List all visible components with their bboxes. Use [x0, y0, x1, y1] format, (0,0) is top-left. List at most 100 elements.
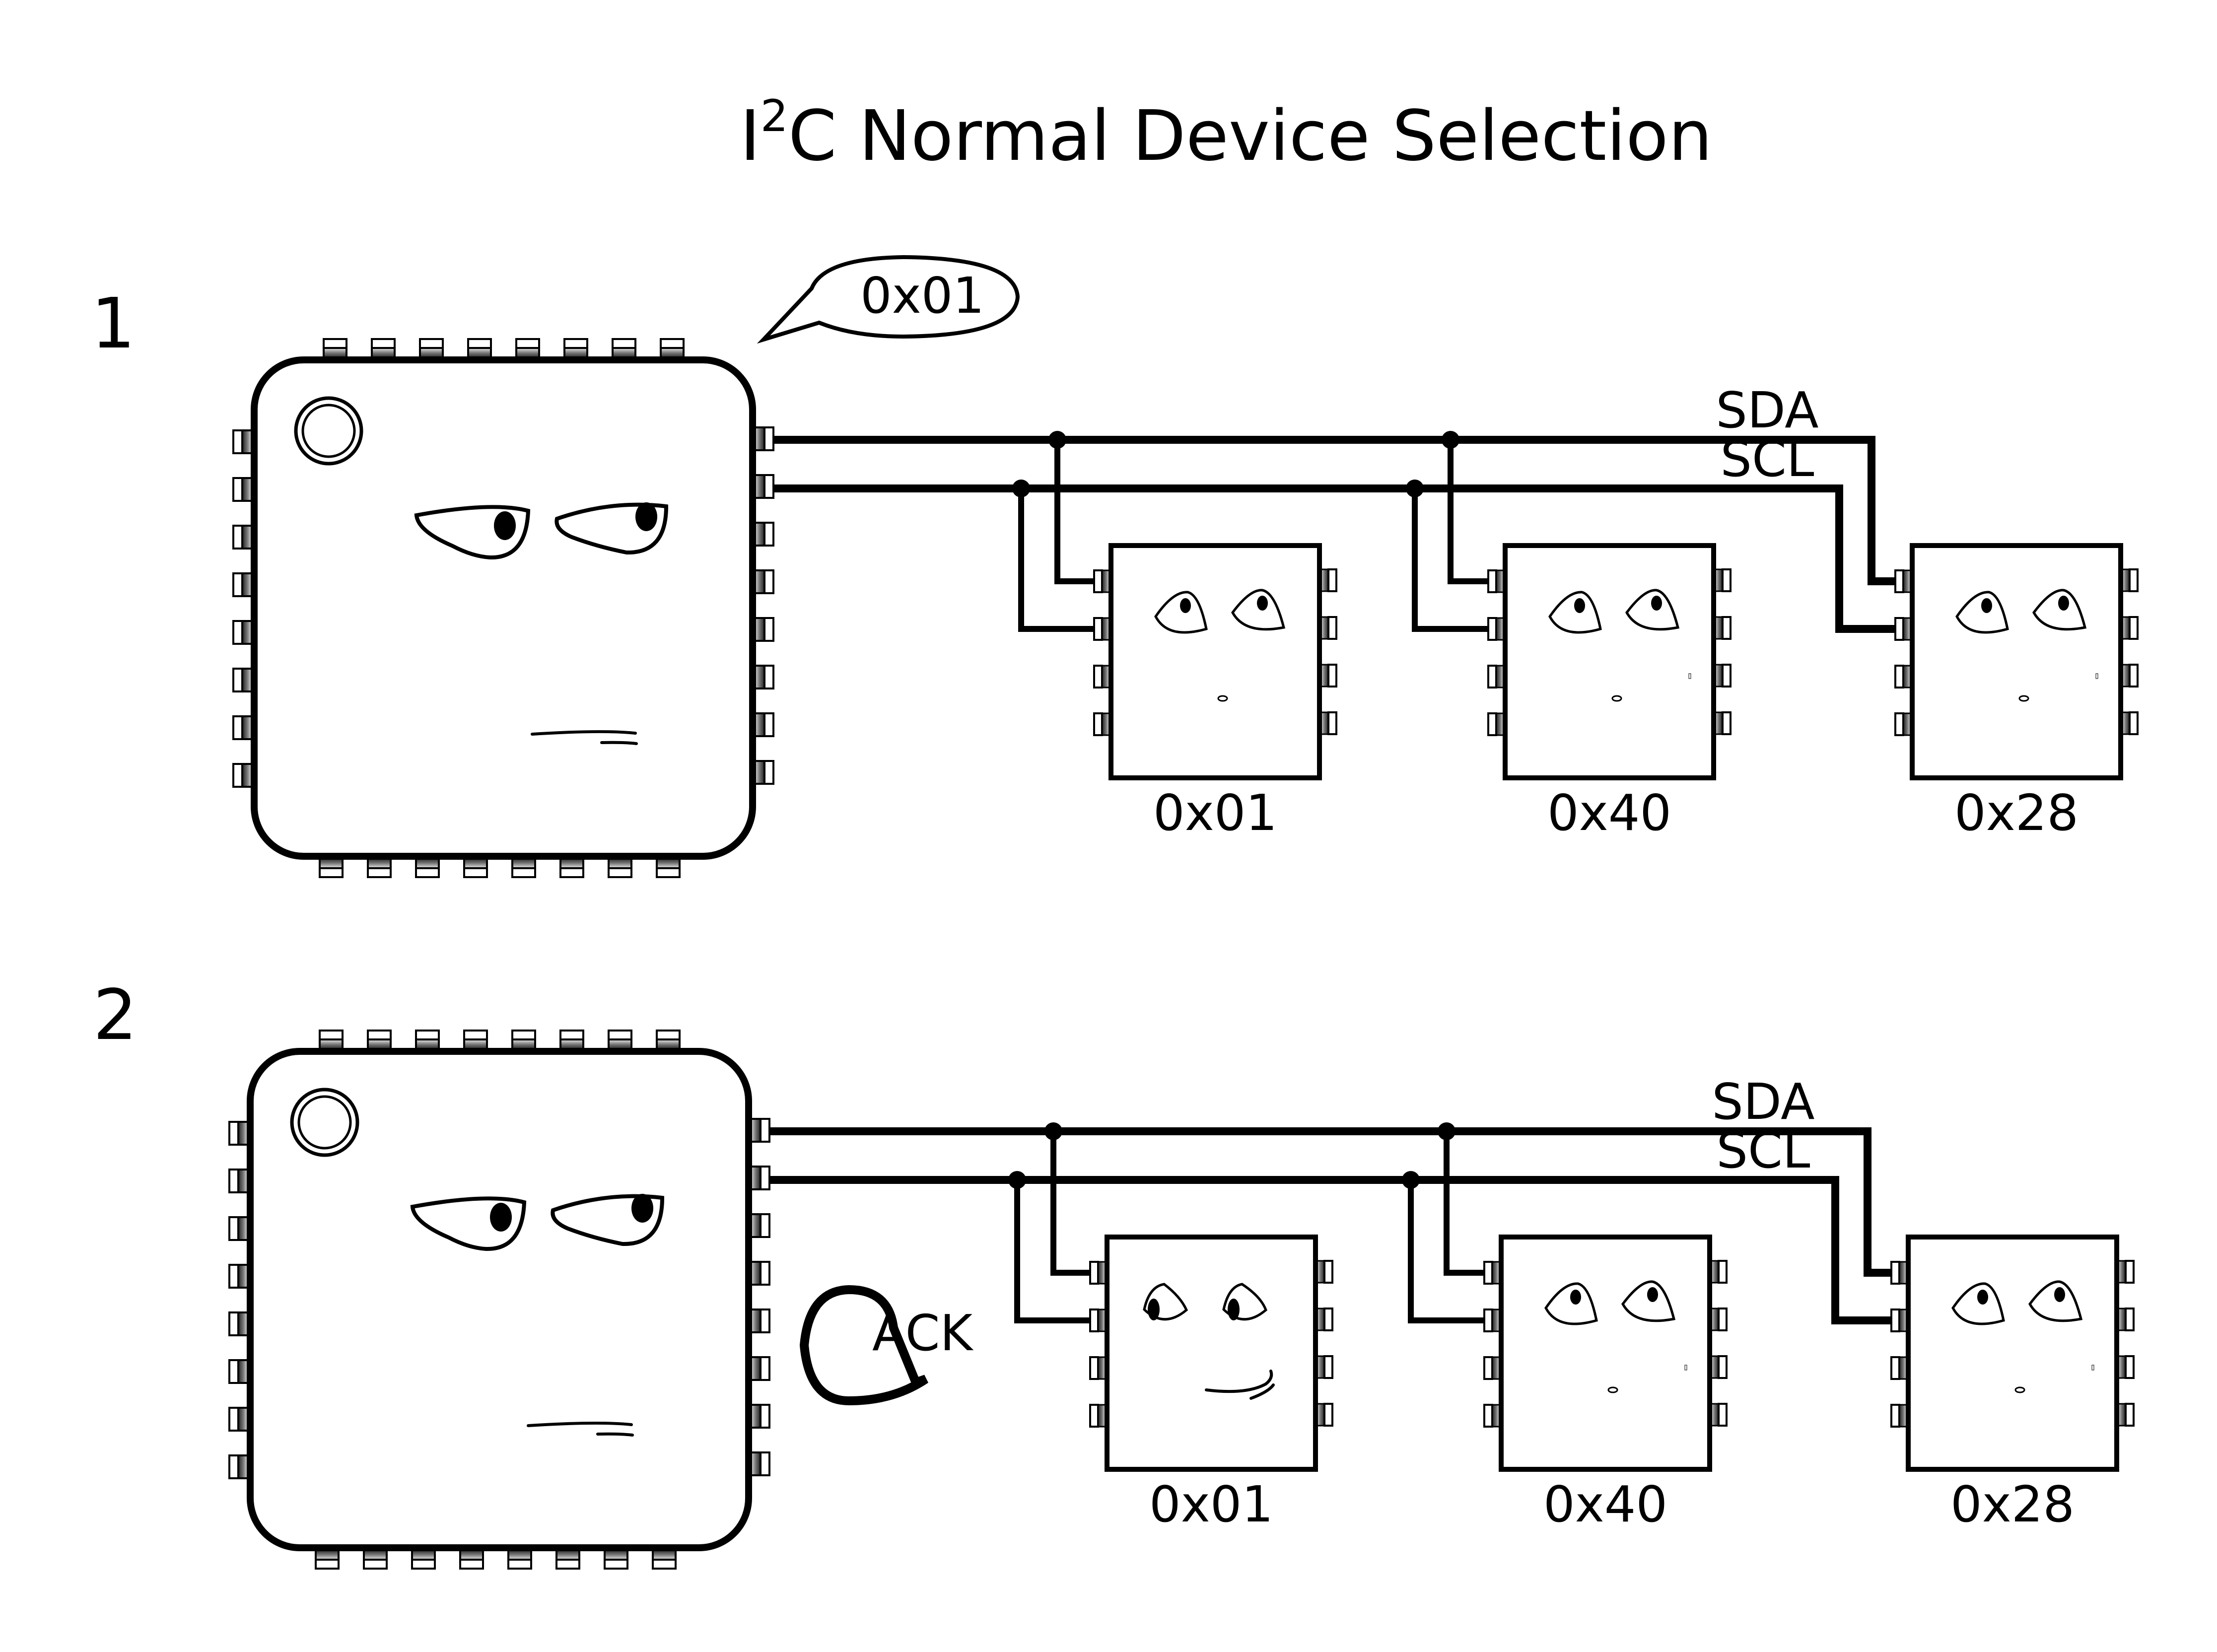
chip-pin: [232, 525, 253, 550]
sda-drop: [1054, 440, 1094, 584]
device-pin: [1093, 711, 1337, 736]
chip-pin: [750, 1118, 770, 1143]
chip-pin: [232, 429, 253, 454]
sda-drop: [1050, 1131, 1090, 1276]
device-pin: [1093, 568, 1337, 593]
master-chip: [228, 1030, 770, 1570]
chip-pin: [459, 1549, 484, 1570]
right-pupil: [635, 502, 657, 531]
right-eye: [2032, 589, 2087, 631]
device-pin: [1483, 1308, 1728, 1332]
chip-pin: [754, 522, 774, 547]
left-eye: [1154, 591, 1208, 634]
junction-dot-icon: [1012, 480, 1030, 497]
speech-text: 0x01: [860, 267, 984, 325]
chip-pin: [750, 1213, 770, 1238]
chip-pin: [754, 665, 774, 689]
scl-line: [773, 484, 1895, 633]
chip-pin: [232, 668, 253, 692]
right-pupil: [2058, 596, 2069, 611]
chip-pin: [228, 1169, 249, 1193]
master-chip: [232, 338, 774, 878]
device-address-label: 0x40: [1547, 784, 1671, 842]
device-pin: [1894, 616, 2139, 641]
device-pin: [1487, 711, 1732, 736]
tiny-mark: [1688, 673, 1691, 679]
device-pin: [1483, 1260, 1728, 1285]
speech-bubble-shape-icon: [757, 255, 1020, 344]
right-pupil: [1647, 1287, 1658, 1302]
mouth: [2014, 1386, 2025, 1393]
mouth: [531, 730, 637, 736]
left-pupil: [1574, 598, 1585, 613]
scl-drop: [1408, 1180, 1484, 1323]
left-eye: [1955, 591, 2009, 634]
device-body: [1906, 1235, 2119, 1472]
smile: [1205, 1370, 1273, 1393]
sda-drop: [1444, 1131, 1484, 1276]
chip-pin: [559, 1030, 584, 1050]
chip-pin: [415, 857, 440, 878]
chip-pin: [228, 1311, 249, 1336]
device-face-icon: [1951, 1280, 2094, 1393]
chip-pin: [228, 1359, 249, 1384]
device-face-icon: [1143, 1283, 1275, 1400]
sda-label: SDA: [1716, 381, 1818, 439]
chip-pin: [754, 712, 774, 737]
chip-pin: [411, 1549, 436, 1570]
junction-dot-icon: [1008, 1171, 1026, 1189]
chip-pin: [750, 1404, 770, 1429]
chip-pin: [608, 857, 632, 878]
chip-pin: [511, 857, 536, 878]
scl-drop: [1412, 488, 1488, 632]
master-face-icon: [414, 502, 669, 745]
chip-pin: [228, 1121, 249, 1146]
chip-pin: [232, 572, 253, 597]
mouth: [1217, 695, 1228, 702]
diagram-title: I2C Normal Device Selection: [740, 90, 1712, 177]
device-pin: [1890, 1355, 2135, 1380]
left-pupil: [1148, 1299, 1160, 1320]
right-eye: [1621, 1280, 1676, 1322]
device-pin: [1487, 616, 1732, 641]
chip-pin: [363, 1549, 388, 1570]
chip-pin: [612, 338, 636, 359]
right-eye: [2028, 1280, 2083, 1322]
device-address-label: 0x28: [1954, 784, 2078, 842]
master-face-icon: [410, 1194, 665, 1437]
chip-pin: [232, 620, 253, 645]
chip-pin: [559, 857, 584, 878]
slave-device-0x40: 0x40: [1487, 543, 1732, 842]
chip-pin: [754, 569, 774, 594]
device-body: [1105, 1235, 1318, 1472]
device-pin: [1483, 1403, 1728, 1428]
chip-pin: [232, 763, 253, 788]
device-body: [1910, 543, 2123, 780]
device-pin: [1890, 1403, 2135, 1428]
chip-pin: [371, 338, 396, 359]
junction-dot-icon: [1438, 1122, 1455, 1140]
right-eye: [1231, 589, 1286, 631]
scl-drop: [1014, 1180, 1090, 1323]
chip-pin: [463, 857, 488, 878]
chip-body: [251, 356, 756, 860]
device-face-icon: [1955, 589, 2098, 702]
scl-label: SCL: [1720, 430, 1814, 488]
chip-pin: [555, 1549, 580, 1570]
chip-pin: [415, 1030, 440, 1050]
device-pin: [1089, 1308, 1333, 1332]
pin1-marker-icon: [294, 396, 363, 466]
junction-dot-icon: [1402, 1171, 1420, 1189]
left-eye: [1548, 591, 1602, 634]
junction-dot-icon: [1044, 1122, 1062, 1140]
junction-dot-icon: [1442, 431, 1459, 449]
mouth: [1607, 1386, 1618, 1393]
tiny-mark: [2091, 1365, 2094, 1371]
speech-bubble: ACK: [799, 1285, 973, 1406]
device-pin: [1093, 616, 1337, 641]
right-pupil: [1228, 1299, 1240, 1320]
mouth: [1611, 695, 1622, 702]
device-face-icon: [1544, 1280, 1687, 1393]
slave-device-0x28: 0x28: [1894, 543, 2139, 842]
chip-pin: [660, 338, 685, 359]
